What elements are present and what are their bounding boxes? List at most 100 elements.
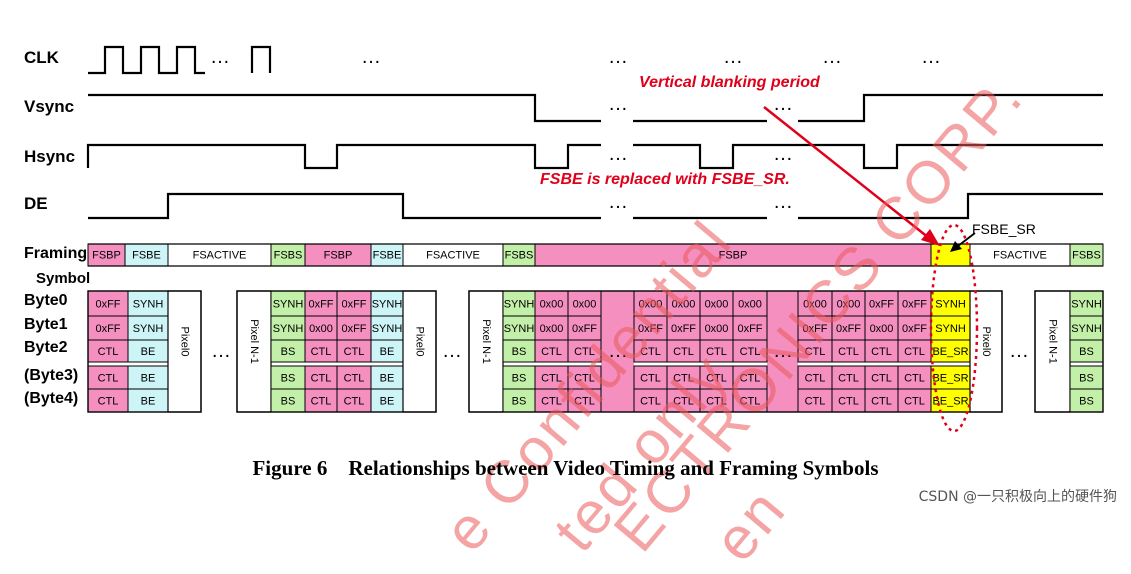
symbol-cell-label: CTL — [805, 373, 826, 385]
hsync-wave-b — [633, 143, 767, 170]
symbol-cell-label: CTL — [706, 346, 727, 358]
symbol-cell-label: 0x00 — [309, 323, 333, 335]
vsync-wave-a — [88, 93, 601, 123]
symbol-cell-label: SYNH — [504, 299, 535, 311]
byte2-label: Byte2 — [24, 339, 68, 356]
symbol-group-frame — [468, 290, 1003, 413]
symbol-cell-label: BE — [141, 346, 156, 358]
byte4-label: (Byte4) — [24, 390, 79, 407]
ellipsis-mark: … — [921, 46, 941, 68]
framing-segment-label: FSBP — [719, 250, 748, 262]
ellipsis-mark: … — [211, 340, 231, 362]
symbol-cell — [87, 290, 129, 317]
symbol-cell-label: CTL — [673, 373, 694, 385]
annotation-arrow-head — [921, 229, 940, 246]
symbol-cell-label: 0xFF — [802, 323, 827, 335]
ellipsis-mark: … — [773, 143, 793, 165]
framing-segment-label: FSBS — [1072, 250, 1101, 262]
ellipsis-mark: … — [361, 46, 381, 68]
symbol-cell-label: CTL — [740, 373, 761, 385]
symbol-cell-label: SYNH — [1071, 323, 1102, 335]
framing-segment-label: FSACTIVE — [193, 250, 247, 262]
symbol-cell-label: SYNH — [372, 323, 403, 335]
symbol-cell-label: BE — [380, 346, 395, 358]
symbol-cell-label: BE_SR — [932, 373, 968, 385]
symbol-cell-label: BS — [281, 346, 296, 358]
symbol-cell-label: BS — [1079, 373, 1094, 385]
symbol-cell-label: 0xFF — [836, 323, 861, 335]
symbol-cell-label: BS — [281, 373, 296, 385]
pixel-label: Pixel N-1 — [1047, 319, 1059, 364]
clk-wave-tail — [250, 45, 272, 73]
symbol-cell-label: 0xFF — [341, 323, 366, 335]
symbol-cell — [534, 290, 569, 317]
hsync-label: Hsync — [24, 147, 76, 166]
byte1-label: Byte1 — [24, 316, 68, 333]
symbol-cell-label: BS — [1079, 396, 1094, 408]
ellipsis-mark: … — [773, 191, 793, 213]
annotation-arrow-shaft — [763, 106, 930, 239]
symbol-cell-label: 0xFF — [671, 323, 696, 335]
symbol-cell — [666, 315, 701, 341]
symbol-cell-label: CTL — [838, 373, 859, 385]
symbol-cell-label: CTL — [344, 346, 365, 358]
symbol-cell-label: 0xFF — [902, 299, 927, 311]
symbol-cell-label: CTL — [640, 396, 661, 408]
symbol-cell — [270, 315, 306, 341]
symbol-cell-label: CTL — [838, 396, 859, 408]
symbol-cell-label: 0x00 — [672, 299, 696, 311]
symbol-cell — [732, 290, 768, 317]
symbol-cell — [633, 290, 668, 317]
vertical-blanking-note: Vertical blanking period — [639, 74, 820, 91]
symbol-cell-label: SYNH — [273, 323, 304, 335]
ellipsis-mark: … — [608, 340, 628, 362]
symbol-cell-label: CTL — [541, 373, 562, 385]
symbol-cell-label: CTL — [98, 346, 119, 358]
symbol-cell-label: 0xFF — [638, 323, 663, 335]
symbol-cell-label: CTL — [805, 346, 826, 358]
symbol-cell-label: 0xFF — [737, 323, 762, 335]
ellipsis-mark: … — [608, 191, 628, 213]
framing-segment — [930, 243, 971, 267]
symbol-cell-label: CTL — [311, 373, 332, 385]
ellipsis-mark: … — [210, 46, 230, 68]
symbol-cell — [666, 290, 701, 317]
pixel-box — [1034, 290, 1071, 413]
symbol-cell-label: SYNH — [1071, 299, 1102, 311]
ellipsis-mark: … — [608, 143, 628, 165]
symbol-cell — [699, 315, 734, 341]
symbol-cell-label: 0x00 — [573, 299, 597, 311]
ellipsis-mark: … — [723, 46, 743, 68]
vsync-label: Vsync — [24, 97, 75, 116]
pixel-label: Pixel N-1 — [248, 319, 260, 364]
symbol-cell — [567, 290, 602, 317]
symbol-cell — [732, 315, 768, 341]
highlight-ellipse — [929, 223, 979, 433]
framing-label: Framing — [24, 245, 88, 262]
vsync-wave-c — [798, 93, 1103, 123]
symbol-cell-label: BE — [380, 373, 395, 385]
symbol-cell-label: CTL — [541, 346, 562, 358]
symbol-cell-label: 0x00 — [705, 323, 729, 335]
symbol-cell — [930, 315, 971, 341]
symbol-cell-label: CTL — [98, 373, 119, 385]
callout-arrow-shaft — [957, 232, 976, 247]
symbol-cell-label: CTL — [740, 396, 761, 408]
pixel-label: Pixel0 — [980, 327, 992, 357]
symbol-cell-label: CTL — [871, 396, 892, 408]
symbol-cell-label: BS — [512, 396, 527, 408]
framing-segment-label: FSBE — [132, 250, 161, 262]
symbol-cell — [1069, 315, 1104, 341]
symbol-cell-label: 0xFF — [869, 299, 894, 311]
symbol-group-frame — [1034, 290, 1104, 413]
source-credit: CSDN @一只积极向上的硬件狗 — [918, 489, 1117, 505]
symbol-cell-label: BS — [512, 373, 527, 385]
symbol-cell-label: 0x00 — [540, 299, 564, 311]
symbol-cell-label: 0x00 — [837, 299, 861, 311]
blank-band — [601, 291, 634, 412]
symbol-cell-label: BS — [1079, 346, 1094, 358]
ellipsis-mark: … — [773, 93, 793, 115]
framing-segment-label: FSBP — [324, 250, 353, 262]
symbol-cell-label: CTL — [640, 373, 661, 385]
